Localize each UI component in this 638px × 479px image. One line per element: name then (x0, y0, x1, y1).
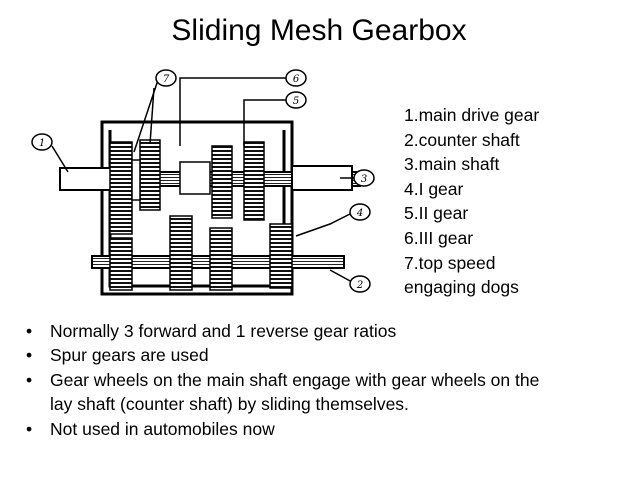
callout-label-3: 3 (361, 174, 367, 185)
callout-leaders (51, 77, 354, 283)
callout-label-2: 2 (356, 280, 363, 291)
callout-label-7: 7 (163, 74, 170, 85)
bullet-marker: • (26, 418, 33, 439)
counter-shaft-gears (109, 215, 293, 291)
main-shaft-gears (109, 139, 265, 235)
bullet-marker: • (26, 321, 33, 341)
bullet-text: Not used in automobiles now (50, 418, 275, 439)
callout-label-1: 1 (39, 138, 45, 149)
legend-item: 4.I gear (404, 178, 464, 199)
bullet-marker: • (26, 369, 33, 390)
bullet-text: Gear wheels on the main shaft engage wit… (50, 369, 540, 390)
gearbox-diagram: 1 7 6 5 3 4 2 (31, 69, 375, 296)
callout-label-4: 4 (356, 208, 363, 219)
callout-circles (31, 69, 375, 293)
bullet-text-continuation: lay shaft (counter shaft) by sliding the… (50, 394, 409, 415)
legend-item: 2.counter shaft (404, 129, 520, 150)
callout-label-5: 5 (293, 96, 299, 107)
bullet-text: Spur gears are used (50, 345, 209, 366)
bullet-text: Normally 3 forward and 1 reverse gear ra… (50, 321, 397, 341)
bullet-item: • Normally 3 forward and 1 reverse gear … (26, 319, 626, 343)
bullet-item: • Not used in automobiles now (26, 417, 626, 441)
legend-item: 3.main shaft (404, 154, 500, 175)
legend-item: 5.II gear (404, 203, 469, 224)
legend-item: 6.III gear (404, 227, 474, 248)
bullet-item: • Spur gears are used (26, 343, 626, 367)
bullet-marker: • (26, 345, 33, 366)
legend-item: 1.main drive gear (404, 105, 540, 125)
legend: 1.main drive gear 2.counter shaft 3.main… (404, 103, 539, 300)
bullet-list: • Normally 3 forward and 1 reverse gear … (26, 319, 626, 441)
legend-item: engaging dogs (404, 277, 519, 298)
legend-item: 7.top speed (404, 252, 496, 273)
bullet-item: • Gear wheels on the main shaft engage w… (26, 368, 626, 417)
callout-label-6: 6 (293, 74, 300, 85)
slide-title: Sliding Mesh Gearbox (171, 14, 467, 47)
